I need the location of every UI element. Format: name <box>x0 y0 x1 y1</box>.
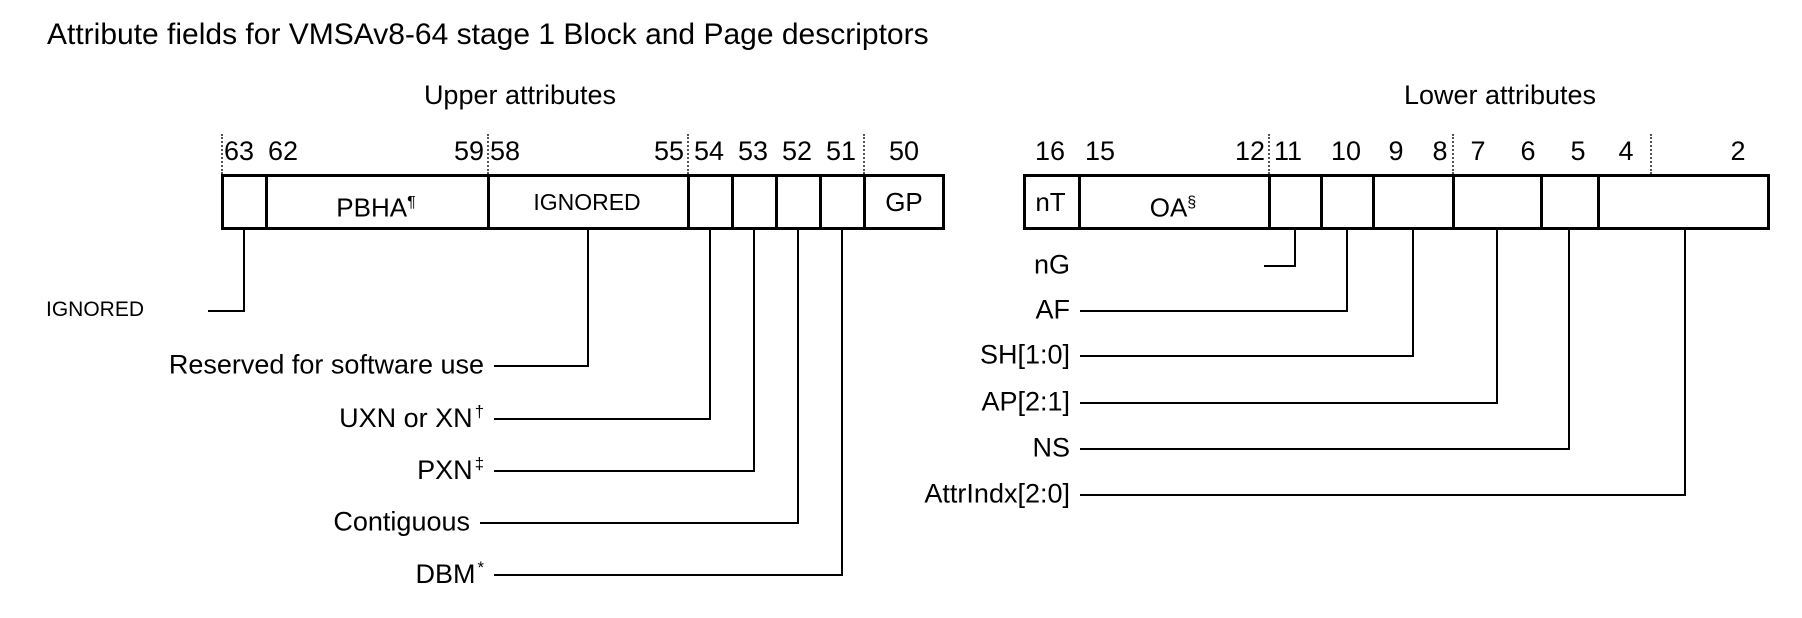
cell-divider-55-54 <box>687 174 690 230</box>
bit-number-53: 53 <box>737 136 769 166</box>
leader-horizontal-reserved <box>494 365 589 367</box>
callout-pxn-label: PXN <box>417 455 473 485</box>
cell-divider-10-9 <box>1372 174 1375 230</box>
callout-ns: NS <box>1032 432 1070 463</box>
callout-uxn-or-xn-label: UXN or XN <box>339 403 473 433</box>
cell-divider-59-58 <box>487 174 490 230</box>
leader-vertical-sh <box>1412 230 1414 355</box>
cell-divider-52-51 <box>819 174 822 230</box>
leader-horizontal-sh <box>1080 355 1414 357</box>
cell-pbha: PBHA¶ <box>265 174 487 230</box>
bit-tick-55 <box>687 134 689 174</box>
leader-vertical-ap <box>1496 230 1498 402</box>
cell-divider-54-53 <box>731 174 734 230</box>
lower-attributes-register <box>1023 174 1770 230</box>
bit-number-62: 62 <box>268 136 299 166</box>
cell-divider-53-52 <box>775 174 778 230</box>
cell-oa-label: OA <box>1149 192 1188 223</box>
leader-vertical-pxn <box>753 230 755 470</box>
leader-vertical-reserved <box>587 230 589 365</box>
callout-pxn: PXN‡ <box>40 454 484 486</box>
leader-horizontal-af <box>1080 310 1348 312</box>
callout-sh: SH[1:0] <box>979 339 1070 370</box>
cell-divider-12-11 <box>1268 174 1271 230</box>
bit-number-12: 12 <box>1234 136 1265 166</box>
cell-divider-6-5 <box>1540 174 1543 230</box>
cell-gp: GP <box>885 187 923 217</box>
cell-divider-16-15 <box>1078 174 1081 230</box>
bit-number-15: 15 <box>1085 136 1116 166</box>
leader-vertical-af <box>1346 230 1348 310</box>
bit-number-8: 8 <box>1432 136 1448 166</box>
callout-af: AF <box>1035 294 1070 325</box>
cell-pbha-label: PBHA <box>336 192 408 223</box>
bit-number-50: 50 <box>888 136 920 166</box>
bit-number-58: 58 <box>490 136 521 166</box>
bit-number-52: 52 <box>781 136 813 166</box>
bit-tick-51 <box>863 134 865 174</box>
cell-divider-8-7 <box>1452 174 1455 230</box>
bit-tick-63 <box>221 134 223 174</box>
leader-vertical-ns <box>1568 230 1570 448</box>
callout-dbm: DBM* <box>40 558 484 590</box>
bit-number-16: 16 <box>1034 136 1066 166</box>
cell-oa: OA§ <box>1078 174 1268 230</box>
leader-horizontal-attrindx <box>1080 494 1686 496</box>
bit-number-9: 9 <box>1388 136 1404 166</box>
leader-vertical-uxn <box>709 230 711 418</box>
leader-vertical-contiguous <box>797 230 799 522</box>
callout-contiguous: Contiguous <box>333 506 470 537</box>
bit-number-63: 63 <box>224 136 255 166</box>
leader-vertical-attrindx <box>1684 230 1686 494</box>
bit-number-5: 5 <box>1570 136 1586 166</box>
leader-horizontal-ignored <box>208 310 245 312</box>
leader-vertical-ignored <box>243 230 245 310</box>
callout-ng: nG <box>1033 249 1070 280</box>
cell-ignored: IGNORED <box>533 189 641 215</box>
leader-horizontal-pxn <box>494 470 755 472</box>
callout-attrindx: AttrIndx[2:0] <box>924 478 1070 509</box>
cell-divider-11-10 <box>1320 174 1323 230</box>
callout-dbm-label: DBM <box>415 559 476 589</box>
leader-horizontal-ap <box>1080 402 1498 404</box>
leader-horizontal-ng <box>1264 265 1296 267</box>
bit-tick-59 <box>487 134 489 174</box>
callout-reserved-for-software-use: Reserved for software use <box>168 349 484 380</box>
bit-number-10: 10 <box>1330 136 1362 166</box>
cell-divider-51-50 <box>863 174 866 230</box>
cell-oa-superscript: § <box>1187 193 1197 211</box>
bit-number-4: 4 <box>1618 136 1634 166</box>
bit-number-2: 2 <box>1730 136 1746 166</box>
callout-uxn-or-xn: UXN or XN† <box>40 402 484 434</box>
bit-tick-4 <box>1650 134 1652 174</box>
callout-uxn-or-xn-superscript: † <box>474 402 484 421</box>
bit-number-55: 55 <box>653 136 684 166</box>
figure-title: Attribute fields for VMSAv8-64 stage 1 B… <box>47 18 929 51</box>
bit-number-7: 7 <box>1470 136 1486 166</box>
leader-horizontal-contiguous <box>480 522 799 524</box>
cell-divider-5-4 <box>1597 174 1600 230</box>
lower-attributes-title: Lower attributes <box>1403 80 1597 110</box>
leader-horizontal-dbm <box>494 574 843 576</box>
leader-horizontal-uxn <box>494 418 711 420</box>
callout-dbm-superscript: * <box>477 558 484 577</box>
leader-vertical-dbm <box>841 230 843 574</box>
upper-attributes-register <box>221 174 945 230</box>
cell-pbha-superscript: ¶ <box>407 193 416 211</box>
cell-divider-63-62 <box>265 174 268 230</box>
bit-number-51: 51 <box>825 136 857 166</box>
bit-number-11: 11 <box>1274 136 1303 166</box>
leader-horizontal-ns <box>1080 448 1570 450</box>
bit-tick-12 <box>1268 134 1270 174</box>
callout-ap: AP[2:1] <box>981 386 1070 417</box>
bit-number-54: 54 <box>693 136 725 166</box>
upper-attributes-title: Upper attributes <box>423 80 617 110</box>
cell-nt: nT <box>1035 187 1066 217</box>
bit-number-6: 6 <box>1520 136 1536 166</box>
callout-pxn-superscript: ‡ <box>474 454 484 473</box>
leader-vertical-ng <box>1294 230 1296 265</box>
bit-number-59: 59 <box>453 136 484 166</box>
bit-tick-8 <box>1452 134 1454 174</box>
callout-ignored: IGNORED <box>46 298 145 321</box>
